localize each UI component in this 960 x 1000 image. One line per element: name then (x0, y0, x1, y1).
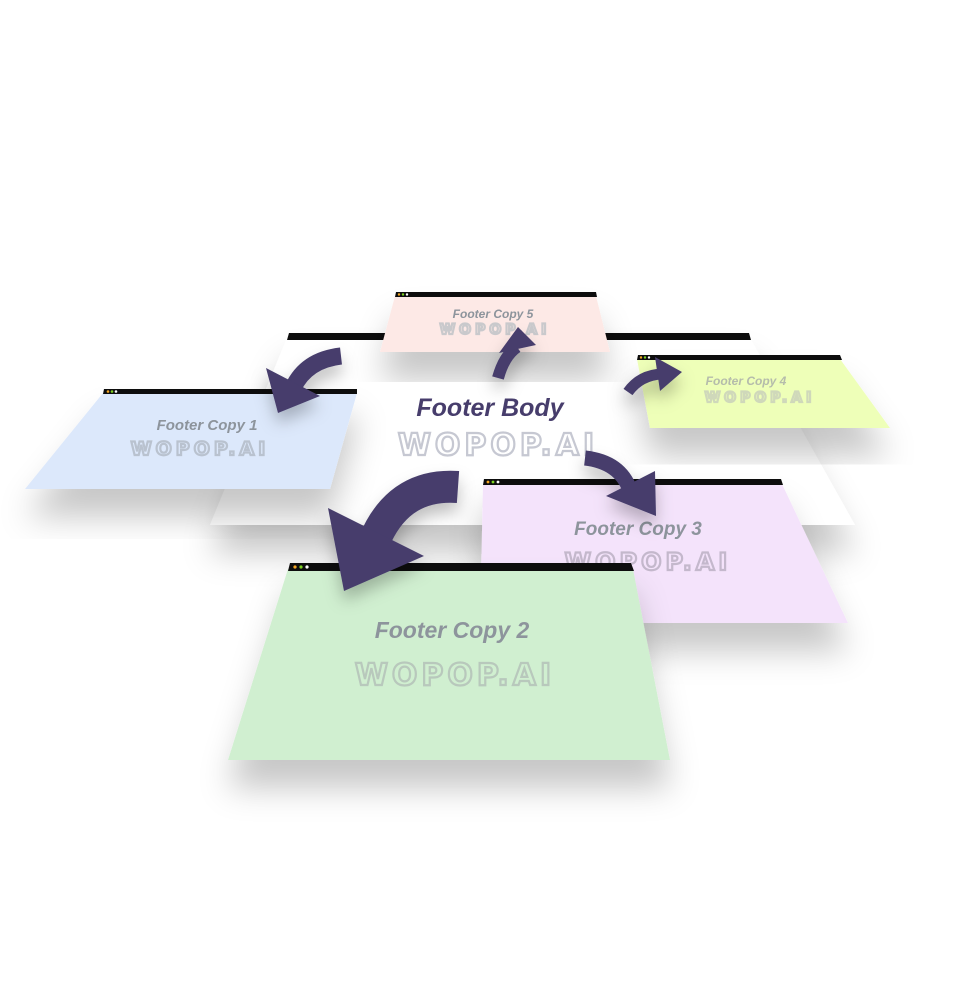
window-title: Footer Body (416, 394, 564, 422)
arrow-to-copy-5-icon (492, 327, 536, 380)
wopop-logo: WOPOP.AI (355, 658, 555, 693)
window-footer-copy-5: Footer Copy 5 WOPOP.AI (380, 292, 610, 352)
wopop-logo: WOPOP.AI (131, 438, 270, 460)
window-title-bar (395, 292, 597, 297)
window-title: Footer Copy 1 (157, 417, 258, 434)
arrow-to-copy-1-icon (266, 347, 343, 413)
window-title-bar (103, 389, 357, 394)
arrow-to-copy-3-icon (583, 450, 656, 516)
wopop-logo: WOPOP.AI (398, 428, 598, 463)
window-title: Footer Copy 5 (453, 307, 534, 321)
window-title: Footer Copy 3 (574, 519, 702, 540)
wopop-logo: WOPOP.AI (705, 390, 816, 406)
window-footer-copy-1: Footer Copy 1 WOPOP.AI (25, 389, 357, 489)
window-title: Footer Copy 2 (375, 617, 530, 643)
wopop-logo: WOPOP.AI (440, 322, 551, 338)
arrow-to-copy-4-icon (623, 357, 682, 396)
window-footer-copy-2: Footer Copy 2 WOPOP.AI (228, 563, 670, 760)
window-footer-copy-4: Footer Copy 4 WOPOP.AI (637, 355, 890, 428)
window-title: Footer Copy 4 (706, 374, 787, 388)
window-title-bar (637, 355, 842, 360)
arrow-to-copy-2-icon (328, 470, 460, 591)
